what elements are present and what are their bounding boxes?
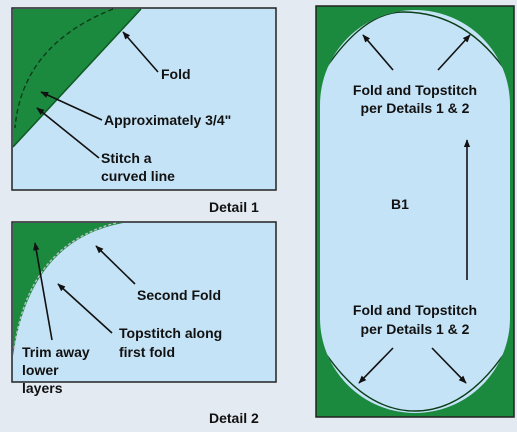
- b1-bottom-note-line2: per Details 1 & 2: [360, 321, 470, 337]
- detail2-panel: [11, 221, 277, 383]
- detail2-topstitch-label-line2: first fold: [119, 344, 175, 360]
- b1-arrow-bottom-left: [358, 347, 394, 384]
- detail1-stitch-label-line1: Stitch a: [101, 150, 152, 166]
- b1-arrow-top-right: [437, 34, 471, 71]
- detail2-second-fold-arrow: [95, 245, 136, 285]
- b1-fold-curve-bottom: [320, 339, 510, 412]
- detail2-folded-corner: [13, 223, 123, 356]
- b1-arrow-top-left: [362, 34, 394, 71]
- detail1-fold-edge: [12, 8, 142, 148]
- detail2-topstitch-arrow: [57, 283, 113, 334]
- detail1-panel: [11, 7, 277, 191]
- detail2-topstitch-line: [13, 222, 117, 351]
- detail2-caption: Detail 2: [209, 410, 259, 426]
- b1-panel: [315, 5, 515, 418]
- b1-top-note-line1: Fold and Topstitch: [352, 82, 478, 98]
- b1-top-note-line2: per Details 1 & 2: [360, 100, 470, 116]
- b1-arrow-bottom-right: [431, 347, 467, 384]
- b1-fold-curve-top: [320, 11, 510, 83]
- detail1-stitch-arrow: [36, 107, 100, 159]
- detail2-second-fold-label: Second Fold: [137, 287, 221, 303]
- detail1-stitch-curve: [14, 8, 114, 129]
- b1-title: B1: [391, 196, 409, 212]
- detail2-trim-label-line2: lower: [22, 362, 59, 378]
- detail2-trim-label-line1: Trim away: [22, 344, 90, 360]
- detail1-approx-label: Approximately 3/4": [104, 112, 232, 128]
- detail1-stitch-label-line2: curved line: [101, 168, 175, 184]
- b1-bottom-note-line1: Fold and Topstitch: [352, 302, 478, 318]
- detail2-trim-arrow: [33, 242, 53, 341]
- detail2-topstitch-label-line1: Topstitch along: [119, 325, 223, 341]
- detail1-caption: Detail 1: [209, 199, 259, 215]
- detail1-fold-arrow: [122, 31, 159, 73]
- detail1-fold-label: Fold: [161, 66, 191, 82]
- detail1-approx-arrow: [40, 91, 103, 121]
- detail2-trim-label-line3: layers: [22, 380, 63, 396]
- b1-light-oval: [320, 10, 510, 413]
